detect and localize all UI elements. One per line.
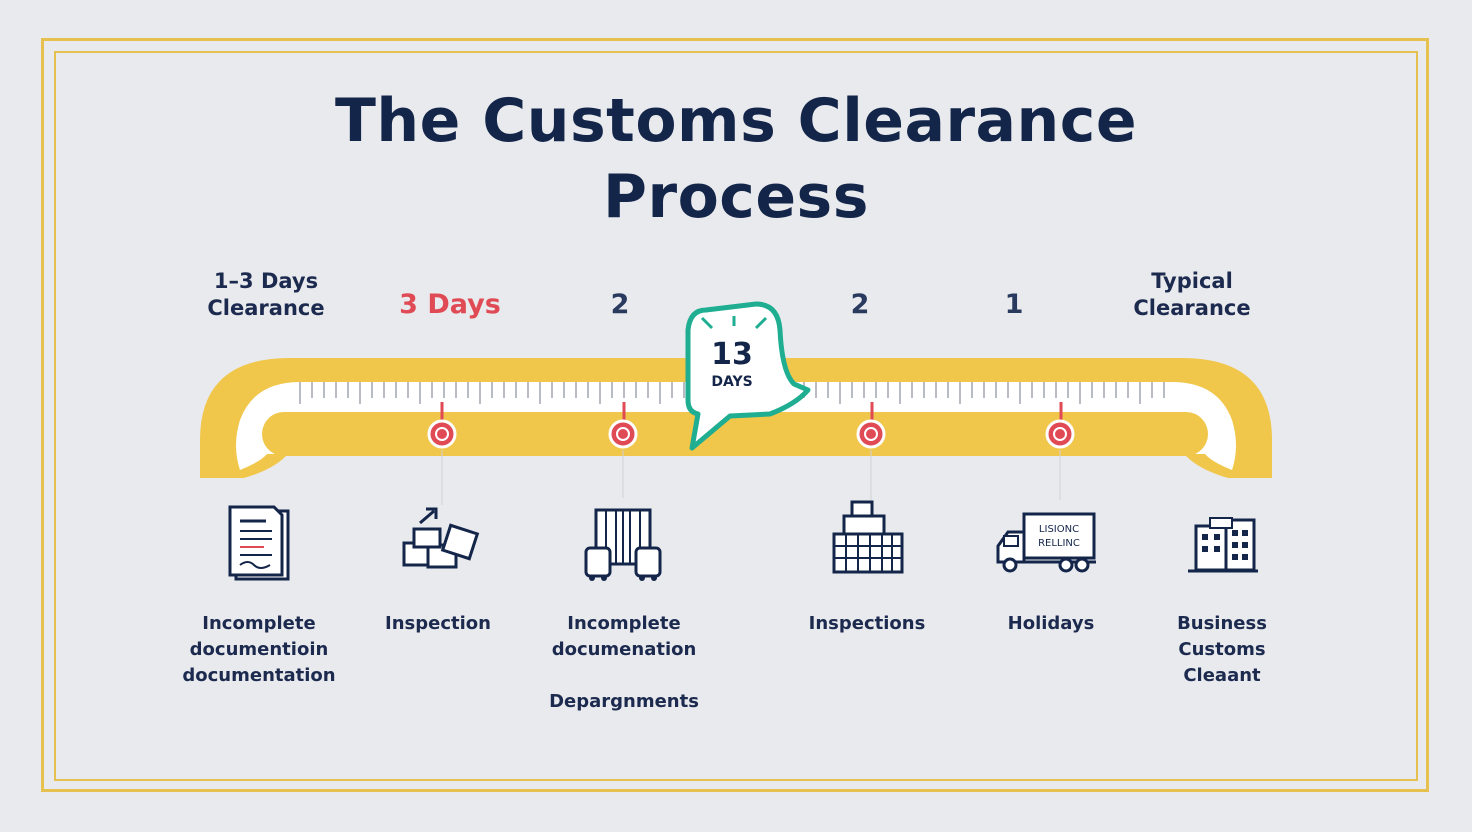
- top-label-left-line-1: 1–3 Days: [213, 269, 319, 293]
- item-4-line-1: Inspections: [808, 613, 926, 634]
- marker-documentation: [608, 402, 638, 498]
- item-1-line-3: documentation: [182, 665, 336, 686]
- top-label-step-1: 1: [1004, 289, 1024, 320]
- item-1-line-2: documentioin: [189, 639, 329, 660]
- truck-sign-line-2: RELLINC: [1038, 538, 1080, 549]
- marker-holidays: [1045, 402, 1075, 500]
- document-icon: [228, 505, 290, 581]
- item-6-line-1: Business: [1177, 613, 1267, 634]
- item-label-inspection: Inspection: [328, 611, 548, 637]
- top-label-right-line-1: Typical: [1151, 269, 1233, 293]
- top-label-step-2: 2: [610, 289, 630, 320]
- item-label-incomplete-documentation: Incomplete documentioin documentation: [149, 611, 369, 689]
- truck-icon: LISIONC RELLINC: [996, 512, 1096, 573]
- title-line-1: The Customs Clearance: [334, 86, 1138, 156]
- item-3-line-4: Depargnments: [549, 691, 699, 712]
- item-3-line-2: documenation: [551, 639, 697, 660]
- item-5-line-1: Holidays: [1007, 613, 1095, 634]
- marker-inspection: [427, 402, 457, 505]
- item-6-line-3: Cleaant: [1183, 665, 1261, 686]
- ruler-inner-bar: [262, 412, 1208, 456]
- top-label-left-line-2: Clearance: [207, 296, 325, 320]
- boxes-icon: [402, 507, 480, 569]
- ruler-ticks: [299, 382, 1165, 404]
- item-label-inspections: Inspections: [757, 611, 977, 637]
- item-2-line-1: Inspection: [385, 613, 491, 634]
- marker-inspections: [856, 402, 886, 500]
- item-6-line-2: Customs: [1178, 639, 1266, 660]
- title-line-2: Process: [603, 162, 869, 232]
- timeline-ruler: [200, 301, 1272, 505]
- top-label-step-2b: 2: [850, 289, 870, 320]
- top-label-right: Typical Clearance: [1122, 268, 1262, 322]
- top-label-left: 1–3 Days Clearance: [196, 268, 336, 322]
- top-label-3-days: 3 Days: [399, 289, 501, 320]
- badge-unit: DAYS: [711, 374, 753, 390]
- center-badge: [685, 301, 811, 451]
- item-3-spacer: [514, 663, 734, 689]
- item-3-line-1: Incomplete: [567, 613, 681, 634]
- badge-number: 13: [711, 337, 753, 372]
- item-1-line-1: Incomplete: [202, 613, 316, 634]
- top-label-right-line-2: Clearance: [1133, 296, 1251, 320]
- item-label-business-customs: Business Customs Cleaant: [1112, 611, 1332, 689]
- warehouse-gate-icon: [584, 508, 662, 581]
- truck-sign-line-1: LISIONC: [1039, 524, 1079, 535]
- office-building-icon: [1188, 517, 1258, 573]
- outer-frame: [41, 38, 1429, 792]
- item-label-holidays: Holidays: [941, 611, 1161, 637]
- item-label-incomplete-documenation: Incomplete documenation Depargnments: [514, 611, 734, 715]
- building-icon: [832, 500, 904, 574]
- inner-frame: [54, 51, 1418, 781]
